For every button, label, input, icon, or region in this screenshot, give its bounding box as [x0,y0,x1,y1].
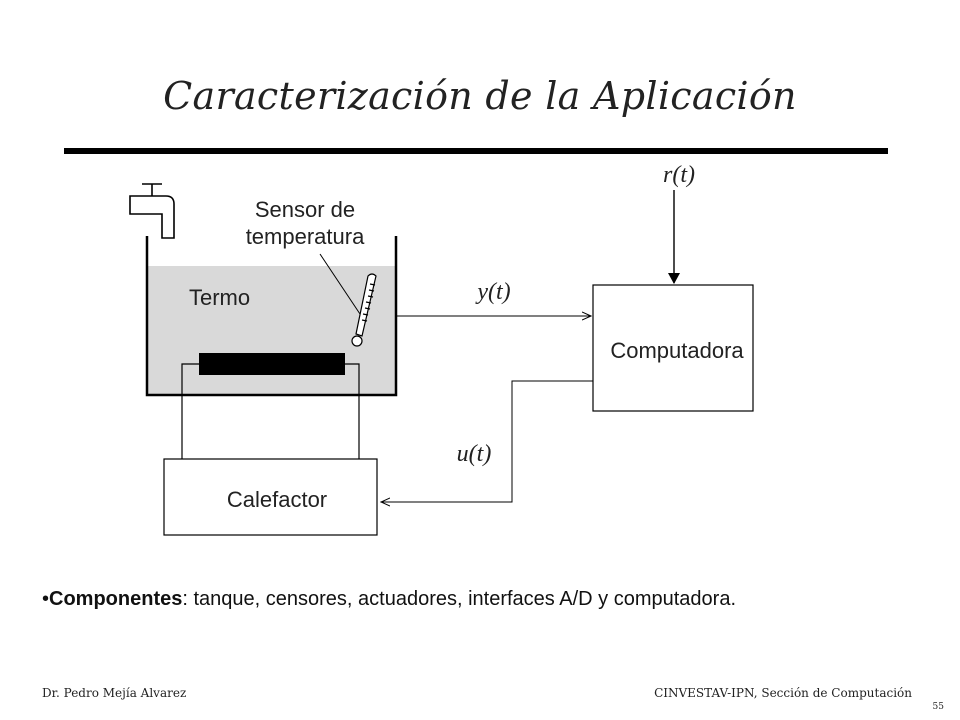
sensor-label-line1: Sensor de [255,197,355,222]
computer-label: Computadora [610,338,744,363]
tank-label: Termo [189,285,250,310]
signal-r-label: r(t) [663,162,695,188]
signal-y-label: y(t) [475,279,510,305]
bullet-text: : tanque, censores, actuadores, interfac… [182,588,737,610]
bullet-bold-term: Componentes [49,588,183,610]
heater-wire-right [345,363,360,459]
footer-institution: CINVESTAV-IPN, Sección de Computación [654,686,912,700]
computer-box [592,284,754,412]
control-arrow [381,380,593,502]
page-number: 55 [932,702,944,712]
thermometer-icon [351,273,377,347]
heater-wire-left [181,363,199,459]
footer-author: Dr. Pedro Mejía Alvarez [42,686,187,700]
sensor-label-line2: temperatura [246,224,365,249]
heater-label: Calefactor [227,487,327,512]
title-underline [64,148,888,154]
heating-element [199,353,345,375]
components-bullet: •Componentes: tanque, censores, actuador… [42,588,942,611]
tank [145,236,398,397]
slide-title: Caracterización de la Aplicación [163,74,797,118]
sensor-pointer-line [319,253,361,315]
bullet-marker: • [42,588,50,610]
signal-u-label: u(t) [457,441,492,467]
heater-box [163,458,378,536]
faucet-icon [129,183,175,239]
